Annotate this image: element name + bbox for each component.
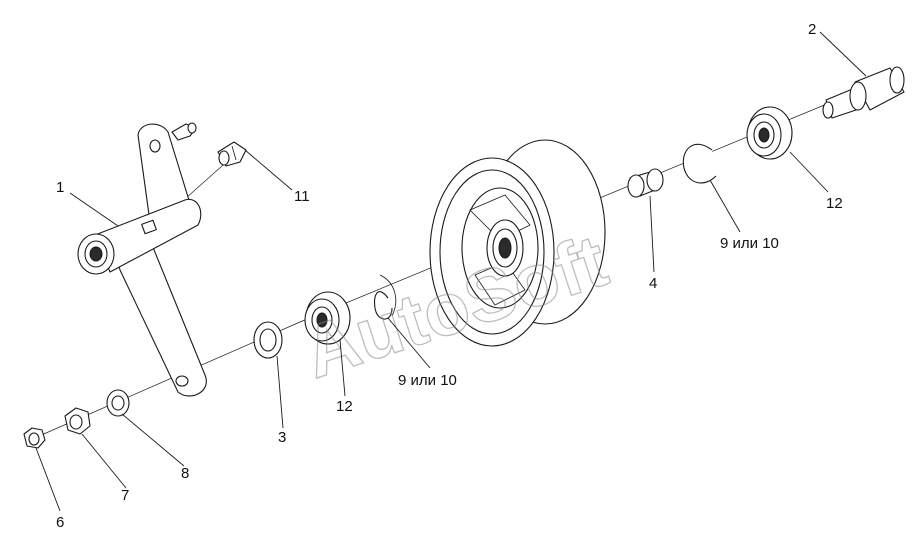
bolt [822,66,905,119]
washer [106,389,130,417]
tensioner-arm [77,122,207,397]
pulley [429,139,606,347]
snap-ring-left [373,274,397,320]
snap-ring-right [682,143,717,184]
spacer-ring [253,321,283,359]
nut [64,407,91,435]
callout-3: 3 [278,429,286,446]
callout-6: 6 [56,514,64,531]
callout-8: 8 [181,465,189,482]
spacer-sleeve [627,168,664,198]
bearing-right [746,106,793,160]
callout-12-left: 12 [336,398,353,415]
lock-nut [23,427,46,449]
callouts: 1 2 3 4 6 7 8 9 или 10 9 или 10 11 12 12 [56,21,843,531]
callout-4: 4 [649,275,657,292]
callout-11: 11 [294,188,310,205]
callout-9-or-10-left: 9 или 10 [398,372,457,389]
bearing-left [304,291,351,345]
callout-12-right: 12 [826,195,843,212]
grease-fitting [217,141,247,167]
callout-9-or-10-right: 9 или 10 [720,235,779,252]
callout-7: 7 [121,487,129,504]
leader-lines [35,31,867,512]
callout-1: 1 [56,179,64,196]
callout-2: 2 [808,21,816,38]
